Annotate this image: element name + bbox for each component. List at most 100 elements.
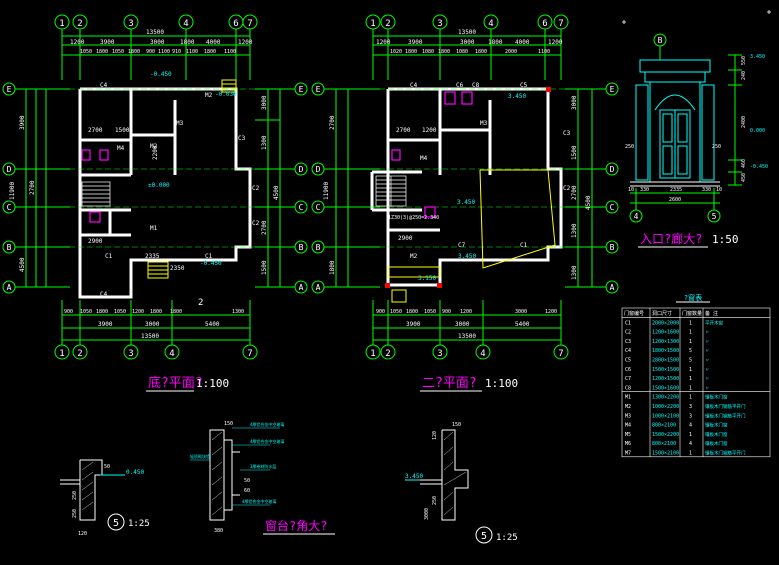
axis-label: D [610,165,615,174]
plan1-sanitary [81,149,109,223]
entrance-bottom-axes: 4 5 [629,209,721,223]
window-label: C3 [238,135,246,142]
plan1-stairs [81,181,111,207]
dim-text: 1020 [390,49,402,55]
note-text: 4厚铝合金中空玻璃 [250,438,284,444]
dim-text: 3000 [424,508,430,520]
axis-label: 4 [183,19,188,29]
dim-text: 3000 [460,39,475,46]
entrance-group: B 550 [625,33,768,248]
plan2-balcony [387,169,556,303]
table-outline [621,307,771,458]
window-label: M3 [176,120,184,127]
dim-text: 250 [625,144,634,150]
axis-bubble: B [311,240,325,254]
table-header: 洞口尺寸 [652,310,672,317]
plan2-bottom-dimensions [372,300,562,345]
dim-text: 120 [432,431,438,440]
detail5a-scale: 1:25 [128,519,150,529]
table-cell-note: 镶板木门窗 [705,422,728,429]
window-label: M1 [150,225,158,232]
plan1-bottom-dimensions [61,300,251,345]
axis-label: 4 [488,19,493,29]
axis-bubble: E [294,82,308,96]
room-dim: 2700 [88,127,103,134]
window-label: C6 [456,82,464,89]
window-label: C5 [520,82,528,89]
dim-text: 250 [72,491,78,500]
windowsill-leaders [190,427,280,506]
dim-text: 1800 [329,260,336,275]
detail5b-circle: 5 [481,531,487,542]
dim-text: 1300 [232,309,244,315]
table-cell-note: 镶板木门窗 [705,440,728,447]
level-mark: 3.450 [508,93,526,100]
window-label: M4 [420,155,428,162]
axis-bubble: C [311,200,325,214]
entrance-bottom-dims [630,188,720,210]
table-cell-note: 〃 [705,359,710,364]
dim-text: 1050 [80,309,92,315]
plan2-top-dims-row2: 1020 1800 1080 1800 1080 1800 2000 1100 [390,49,550,55]
dim-text: 2335 [670,187,682,193]
axis-label: 3 [437,19,442,29]
plan1-levels: -0.450 ±0.000 -0.450 -0.030 [148,71,237,267]
dim-text: 1050 [112,49,124,55]
axis-bubble: 3 [123,14,139,30]
dim-text: 1050 [424,309,436,315]
table-cell-count: 1 [689,320,692,326]
axis-bubble: D [294,162,308,176]
axis-bubble: 1 [365,344,381,360]
axis-label: B [610,243,615,252]
level-mark: -0.450 [150,71,172,78]
table-cell-count: 1 [689,395,692,401]
window-label: C4 [100,291,108,298]
dim-text: 3900 [19,115,26,130]
axis-label: A [7,283,12,292]
dim-text: 2700 [261,220,268,235]
dim-text: 380 [214,528,223,534]
window-label: M2 [150,143,158,150]
level-mark: ±0.000 [148,182,170,189]
dim-text: 1080 [422,49,434,55]
axis-bubble: E [311,82,325,96]
dim-text: 4500 [19,257,26,272]
axis-bubble: 4 [475,344,491,360]
axis-bubble: 1 [54,344,70,360]
dim-text: 900 [64,309,73,315]
room-dim: 2900 [88,238,103,245]
windowsill-labels: 4厚铝合金中空玻璃 4厚铝合金中空玻璃 3厚卷材防水层 轻质砌块墙 4厚铝合金中… [190,421,284,504]
table-cell-note: 镶板木门窗 [705,394,728,401]
window-label: C2 [252,220,260,227]
dim-text: 1100 [158,49,170,55]
dim-text: 3900 [98,321,113,328]
axis-label: 7 [247,19,252,29]
windowsill-hatch [211,431,223,516]
table-cell-note: 〃 [705,340,710,345]
dim-text: 1050 [390,309,402,315]
dim-text: 1800 [180,39,195,46]
level-mark: 3.450 [458,253,476,260]
table-cell-size: 1000×2100 [652,413,679,419]
plan2-top-dimensions [372,29,562,80]
dim-text: 3000 [150,39,165,46]
axis-label: D [7,165,12,174]
table-cell-code: M7 [625,451,631,457]
plan2-right-dims-text: 3000 1500 2700 1300 4500 1300 [571,95,592,280]
axis-bubble: B [2,240,16,254]
plan1-entrance-steps [147,79,237,279]
dim-text: 60 [244,488,250,494]
plan2-sanitary [391,91,473,218]
window-label: C2 [252,185,260,192]
detail5b-scale: 1:25 [496,533,518,543]
room-dim: 2200 [152,145,159,160]
dim-text: 50 [244,478,250,484]
plan1-right-dims-text: 3000 1300 4500 2700 1500 [261,95,280,275]
table-cell-code: C1 [625,320,631,326]
axis-bubble: 7 [553,14,569,30]
window-label: C1 [205,253,213,260]
table-cell-size: 2000×2000 [652,320,679,326]
room-dim: 2700 [396,127,411,134]
dim-text: 330 [702,187,711,193]
